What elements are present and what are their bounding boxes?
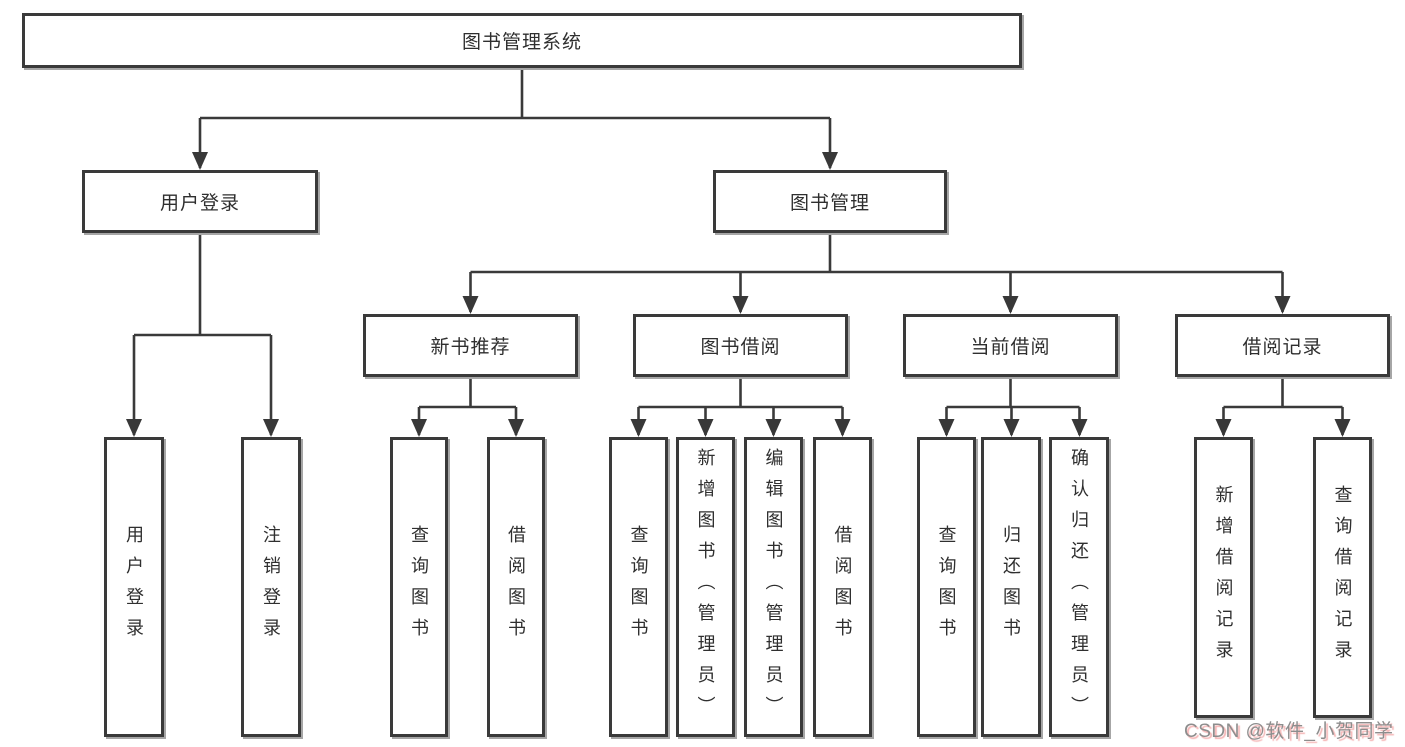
node-new-book-recommend-label: 新书推荐: [430, 337, 511, 358]
leaf-records-query-label: 查询借阅记录: [1332, 484, 1353, 671]
leaf-newbook-query: 查询图书: [390, 437, 448, 737]
leaf-records-query: 查询借阅记录: [1313, 437, 1372, 718]
node-root-label: 图书管理系统: [461, 32, 582, 53]
node-new-book-recommend: 新书推荐: [363, 314, 578, 377]
leaf-logout: 注销登录: [241, 437, 301, 737]
node-book-management-label: 图书管理: [789, 193, 870, 214]
leaf-current-query: 查询图书: [917, 437, 976, 737]
leaf-borrow-query: 查询图书: [609, 437, 668, 737]
leaf-current-confirm: 确认归还（管理员）: [1049, 437, 1109, 737]
node-current-borrow: 当前借阅: [903, 314, 1118, 377]
leaf-current-return: 归还图书: [981, 437, 1041, 737]
leaf-current-query-label: 查询图书: [936, 525, 957, 649]
node-book-management: 图书管理: [713, 170, 947, 233]
leaf-current-return-label: 归还图书: [1001, 525, 1021, 649]
leaf-logout-label: 注销登录: [261, 525, 281, 649]
node-user-login-label: 用户登录: [159, 193, 240, 214]
leaf-newbook-borrow-label: 借阅图书: [506, 525, 526, 649]
node-borrow-records: 借阅记录: [1175, 314, 1390, 377]
connector-segments: [126, 68, 1351, 437]
leaf-newbook-query-label: 查询图书: [409, 525, 429, 649]
node-book-borrow: 图书借阅: [633, 314, 848, 377]
node-root: 图书管理系统: [22, 13, 1022, 68]
leaf-current-confirm-label: 确认归还（管理员）: [1069, 447, 1089, 727]
leaf-newbook-borrow: 借阅图书: [487, 437, 545, 737]
leaf-borrow-edit-label: 编辑图书（管理员）: [763, 447, 784, 727]
node-user-login: 用户登录: [82, 170, 318, 233]
node-current-borrow-label: 当前借阅: [970, 337, 1051, 358]
leaf-records-add: 新增借阅记录: [1194, 437, 1253, 718]
leaf-borrow-borrow: 借阅图书: [813, 437, 872, 737]
leaf-borrow-borrow-label: 借阅图书: [832, 525, 853, 649]
leaf-borrow-add-label: 新增图书（管理员）: [695, 447, 716, 727]
leaf-borrow-edit: 编辑图书（管理员）: [744, 437, 803, 737]
watermark: CSDN @软件_小贺同学: [1184, 721, 1394, 742]
leaf-records-add-label: 新增借阅记录: [1213, 484, 1234, 671]
leaf-borrow-query-label: 查询图书: [628, 525, 649, 649]
leaf-user-login-label: 用户登录: [124, 525, 144, 649]
leaf-borrow-add: 新增图书（管理员）: [676, 437, 735, 737]
node-book-borrow-label: 图书借阅: [700, 337, 781, 358]
node-borrow-records-label: 借阅记录: [1242, 337, 1323, 358]
leaf-user-login: 用户登录: [104, 437, 164, 737]
